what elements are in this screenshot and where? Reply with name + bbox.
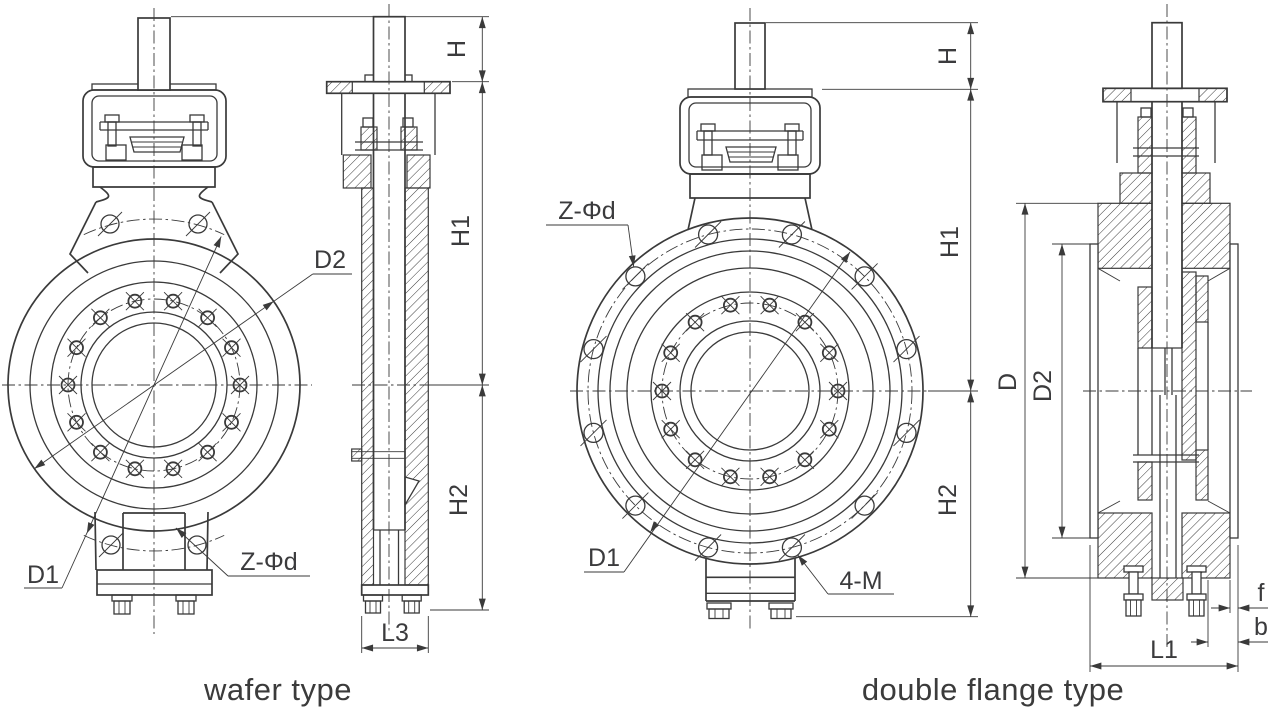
wafer-z-phi-d-label: Z-Φd: [240, 548, 297, 576]
flange-d1-leader: [584, 251, 851, 573]
wafer-bottom-foot: [94, 511, 213, 615]
wafer-side-view: [325, 4, 451, 634]
wafer-dim-h1: H1: [447, 215, 475, 247]
flange-z-phi-d-label: Z-Φd: [558, 197, 615, 225]
wafer-front-view: D2 D1 Z-Φd: [2, 8, 352, 634]
wafer-d2-leader: [33, 273, 352, 470]
flange-dim-h2: H2: [934, 484, 962, 516]
wafer-dim-h2: H2: [445, 484, 473, 516]
flange-4m-leader: [797, 554, 894, 595]
flange-outer-holes: [580, 221, 920, 561]
wafer-lug-holes: [97, 211, 211, 558]
flange-dim-l1: L1: [1150, 636, 1178, 664]
wafer-dimensions: H H1 H2 L3: [171, 16, 489, 653]
wafer-caption: wafer type: [203, 672, 352, 707]
flange-side-view: [1083, 4, 1252, 648]
wafer-z-phi-d-leader: [175, 527, 310, 577]
flange-dim-f: f: [1258, 579, 1265, 607]
flange-dim-b: b: [1254, 613, 1268, 641]
flange-caption: double flange type: [862, 672, 1124, 707]
flange-d1-label: D1: [588, 544, 620, 572]
wafer-d1-leader: [24, 236, 222, 589]
wafer-dim-l3: L3: [381, 619, 409, 647]
flange-side-bottom-bolts: [1123, 565, 1207, 617]
flange-dim-d2: D2: [1029, 370, 1057, 402]
flange-dim-d: D: [994, 373, 1022, 391]
flange-dimensions: H H1 H2 D D2 L1 f b: [766, 22, 1268, 672]
wafer-d1-label: D1: [27, 561, 59, 589]
flange-z-phi-d-leader: [546, 224, 636, 267]
flange-bottom-foot: [705, 558, 796, 620]
flange-4m-label: 4-M: [839, 567, 882, 595]
wafer-d2-label: D2: [314, 246, 346, 274]
flange-dim-h1: H1: [936, 226, 964, 258]
flange-front-view: Z-Φd D1 4-M: [546, 8, 935, 632]
flange-dim-h: H: [934, 47, 962, 65]
wafer-bolt-ring: [58, 291, 250, 479]
wafer-dim-h: H: [443, 40, 471, 58]
